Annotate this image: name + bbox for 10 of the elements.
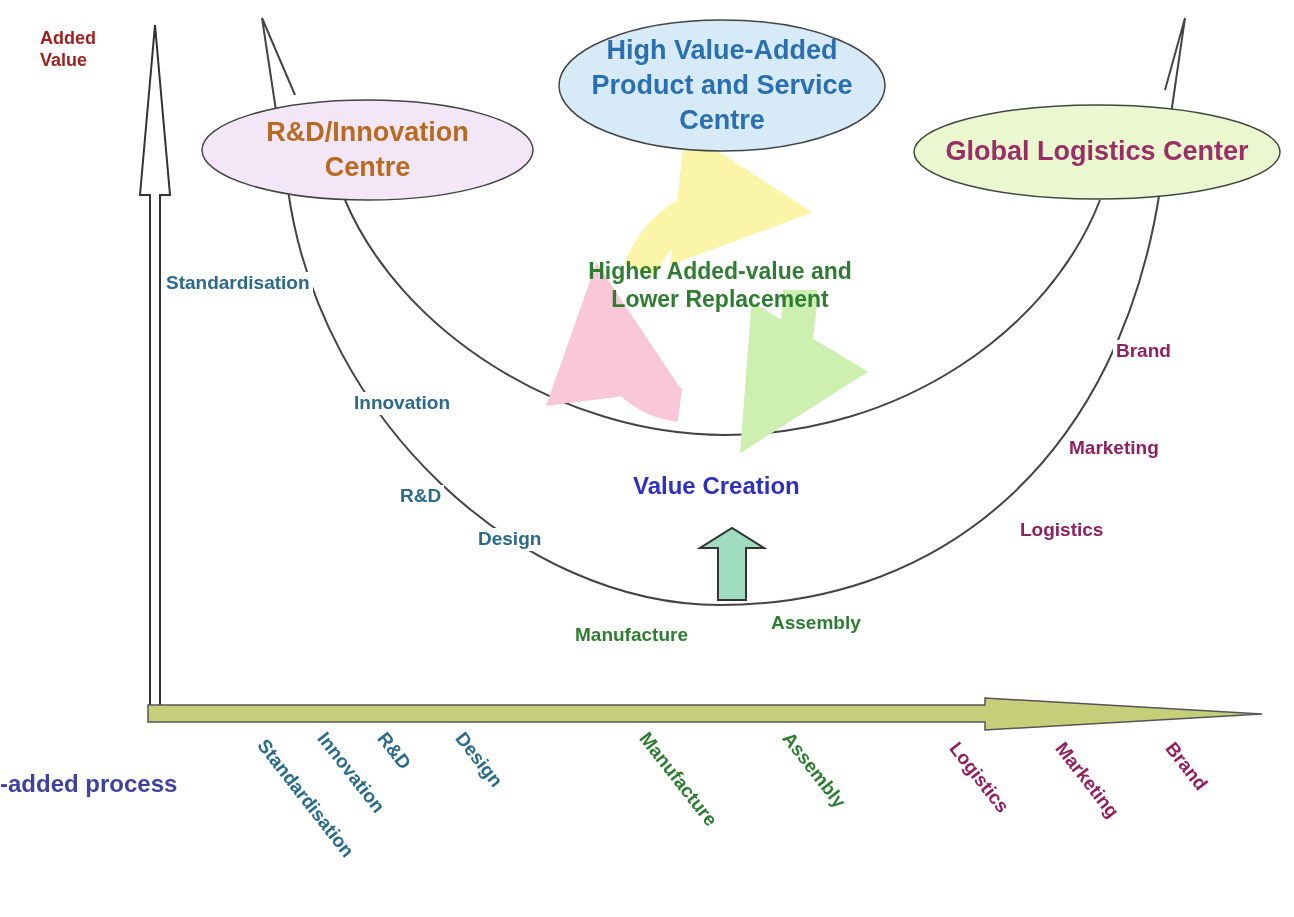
node-title: R&D/Innovation Centre (265, 115, 470, 184)
node-title: Global Logistics Center (944, 135, 1250, 169)
curve-label: Standardisation (163, 272, 313, 295)
product-centre-ellipse (557, 18, 887, 153)
axis-title: Added Value (40, 28, 97, 72)
logistics-centre-ellipse (912, 103, 1282, 201)
innovation-centre-ellipse (200, 98, 535, 202)
axis-title: -added process (0, 770, 178, 799)
value-creation-label: Value Creation (633, 472, 800, 501)
node-title: High Value-Added Product and Service Centre (590, 33, 854, 138)
